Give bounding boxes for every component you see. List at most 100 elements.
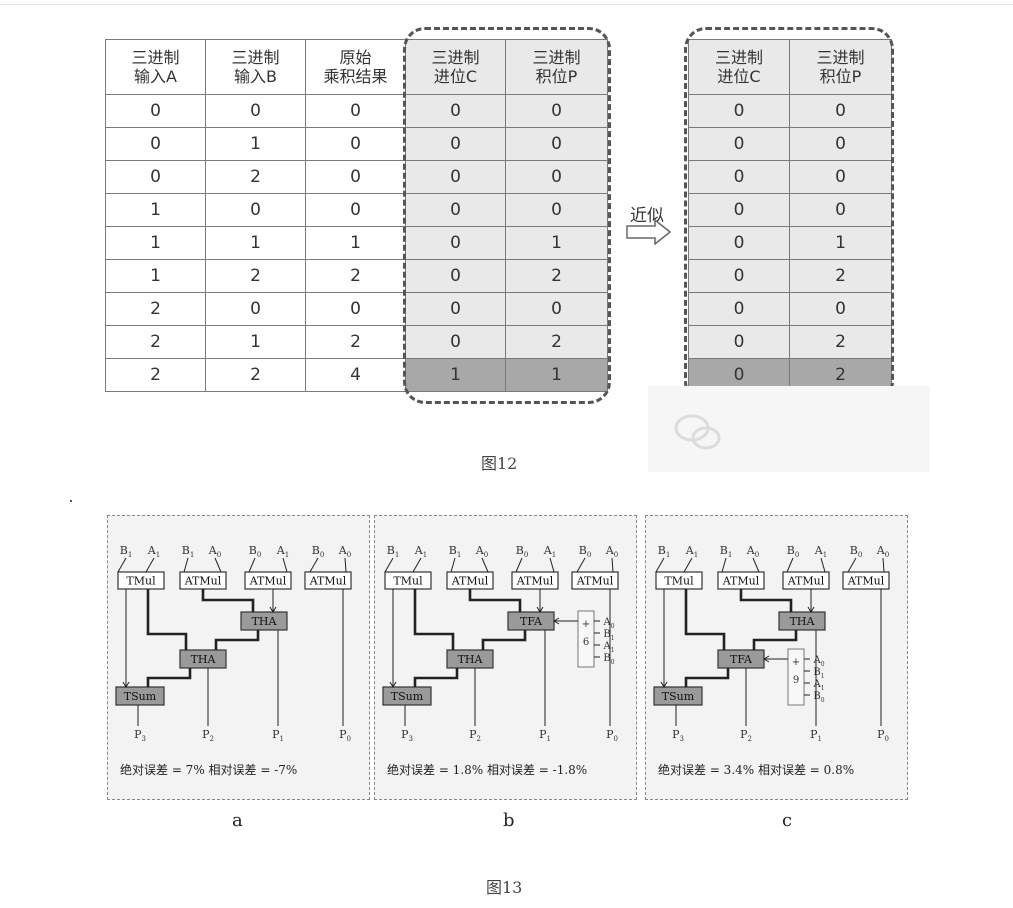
output-label: P0 (877, 728, 889, 743)
table-cell: 0 (688, 127, 790, 161)
wire-thick (214, 630, 260, 650)
input-label: B1 (120, 544, 133, 559)
input-label: B1 (182, 544, 195, 559)
side-box-number: 6 (583, 637, 589, 648)
atmul-block-2-label: ATMul (249, 575, 287, 588)
tmul-block-label: TMul (393, 575, 423, 588)
wire-thick (684, 589, 726, 650)
input-label: A1 (814, 544, 827, 559)
table-cell: 0 (688, 94, 790, 128)
tsum-block (382, 686, 432, 706)
wire-thick (684, 668, 730, 687)
input-label: B0 (787, 544, 800, 559)
adder-block-lower-label: TFA (730, 653, 753, 666)
adder-block-lower-label: THA (458, 653, 484, 666)
error-text: 绝对误差 = 1.8% 相对误差 = -1.8% (387, 762, 587, 777)
output-label: P0 (606, 728, 618, 743)
atmul-block-2 (511, 571, 559, 590)
table-cell: 0 (789, 127, 892, 161)
atmul-block-2-label: ATMul (516, 575, 554, 588)
table-cell: 1 (105, 193, 206, 227)
table-cell: 0 (205, 94, 306, 128)
input-wire (214, 557, 222, 573)
wire-thick (413, 668, 459, 687)
table-cell: 0 (405, 160, 506, 194)
table-cell: 0 (789, 160, 892, 194)
input-label: A1 (147, 544, 160, 559)
input-wire (515, 557, 523, 573)
adder-block-upper (778, 611, 826, 631)
input-label: A1 (276, 544, 289, 559)
table-cell: 2 (205, 358, 306, 392)
wire-thick (146, 589, 188, 650)
input-wire (282, 557, 288, 573)
table-cell: 0 (105, 160, 206, 194)
input-label: B0 (516, 544, 529, 559)
wire-thick (481, 630, 527, 650)
table-cell: 1 (105, 226, 206, 260)
error-text: 绝对误差 = 7% 相对误差 = -7% (120, 762, 297, 777)
figure-12-caption: 图12 (481, 454, 518, 473)
arrow-head (660, 681, 668, 688)
table-cell: 2 (205, 259, 306, 293)
side-box-term: B0 (813, 691, 824, 704)
input-wire (576, 557, 586, 573)
input-wire (145, 557, 155, 573)
side-box (787, 648, 805, 706)
table-cell: 0 (789, 292, 892, 326)
table-cell: 1 (505, 358, 608, 392)
atmul-block-3 (571, 571, 619, 590)
tsum-block-label: TSum (662, 690, 695, 703)
input-label: B0 (249, 544, 262, 559)
table-cell: 0 (505, 127, 608, 161)
table-cell: 0 (205, 292, 306, 326)
input-wire (721, 557, 727, 573)
table-cell: 0 (688, 160, 790, 194)
table-cell: 2 (305, 325, 406, 359)
tsum-block (653, 686, 703, 706)
atmul-block-1-label: ATMul (722, 575, 760, 588)
atmul-block-2 (244, 571, 292, 590)
table-cell: 2 (205, 160, 306, 194)
table-cell: 0 (505, 193, 608, 227)
output-label: P1 (539, 728, 551, 743)
output-label: P3 (401, 728, 413, 743)
table-cell: 0 (105, 127, 206, 161)
input-label: B1 (658, 544, 671, 559)
table-cell: 0 (305, 94, 406, 128)
error-text: 绝对误差 = 3.4% 相对误差 = 0.8% (658, 762, 854, 777)
input-wire (820, 557, 826, 573)
input-wire (248, 557, 256, 573)
table-cell: 0 (789, 94, 892, 128)
wire-thick (468, 589, 522, 612)
table-cell: 0 (405, 226, 506, 260)
input-label: A0 (338, 544, 351, 559)
adder-block-lower (179, 649, 227, 669)
table-cell: 1 (405, 358, 506, 392)
highlight-box-approx (684, 27, 894, 404)
input-label: A1 (414, 544, 427, 559)
table-header-cell: 三进制输入B (205, 39, 306, 95)
table-cell: 0 (205, 193, 306, 227)
output-label: P1 (810, 728, 822, 743)
input-wire (655, 557, 665, 573)
arrow-head (553, 617, 560, 625)
arrow-head (122, 681, 130, 688)
output-label: P1 (272, 728, 284, 743)
table-cell: 0 (688, 325, 790, 359)
table-cell: 2 (505, 259, 608, 293)
wechat-watermark-icon (674, 414, 721, 450)
input-wire (549, 557, 555, 573)
table-cell: 0 (305, 193, 406, 227)
tmul-block-label: TMul (664, 575, 694, 588)
